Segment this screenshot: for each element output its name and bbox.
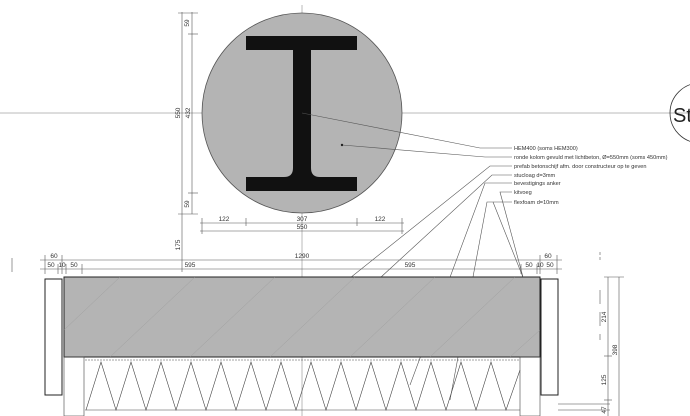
dim-total-width: 550: [297, 224, 308, 231]
dim-left-595: 595: [185, 262, 196, 269]
dim-side-lower: 125: [601, 374, 608, 385]
lower-structure: [63, 356, 610, 416]
dim-right-part: 50: [546, 262, 554, 269]
dim-bottom-offset: 59: [184, 200, 191, 208]
side-frames: [44, 278, 559, 396]
label-flexfoam: flexfoam d=10mm: [514, 200, 559, 206]
section-marker: St: [673, 105, 690, 127]
dim-web: 307: [297, 216, 308, 223]
label-prefab-slab: prefab betonschijf afm. door constructeu…: [514, 164, 646, 170]
slab-hatch: [63, 276, 541, 358]
section-marker-circle: [669, 84, 690, 142]
dim-inner-height: 432: [185, 107, 192, 118]
label-round-column: ronde kolom gevuld met lichtbeton, Ø=550…: [514, 155, 668, 161]
dim-right-part: 10: [536, 262, 544, 269]
beam-dimensions: [40, 255, 562, 274]
label-hem400: HEM400 (soms HEM300): [514, 146, 578, 152]
dim-beam-total: 1290: [295, 253, 310, 260]
side-dimensions: [599, 252, 624, 416]
dim-gap-below: 175: [175, 239, 182, 250]
dim-side-bottom: 47: [601, 406, 608, 414]
dim-left-60: 60: [50, 253, 58, 260]
hem-i-beam: [246, 36, 357, 191]
column-horizontal-dimensions: [200, 218, 404, 234]
dim-left-flange: 122: [219, 216, 230, 223]
dim-right-part: 50: [525, 262, 533, 269]
column-vertical-dimensions: [178, 12, 198, 272]
dim-left-part: 50: [47, 262, 55, 269]
dim-right-60: 60: [544, 253, 552, 260]
label-plaster: stucloag d=3mm: [514, 173, 556, 179]
dim-left-part: 50: [70, 262, 78, 269]
label-anchor: bevestigings anker: [514, 181, 561, 187]
dim-total-height: 550: [175, 107, 182, 118]
dim-side-upper: 214: [601, 311, 608, 322]
dim-side-total: 398: [612, 344, 619, 355]
prefab-slab: [63, 276, 541, 358]
dim-top-offset: 59: [184, 19, 191, 27]
annotation-labels: HEM400 (soms HEM300) ronde kolom gevuld …: [514, 146, 668, 206]
dim-right-595: 595: [405, 262, 416, 269]
label-sealant: kitvoeg: [514, 190, 532, 196]
dim-right-flange: 122: [375, 216, 386, 223]
dim-left-part: 10: [58, 262, 66, 269]
